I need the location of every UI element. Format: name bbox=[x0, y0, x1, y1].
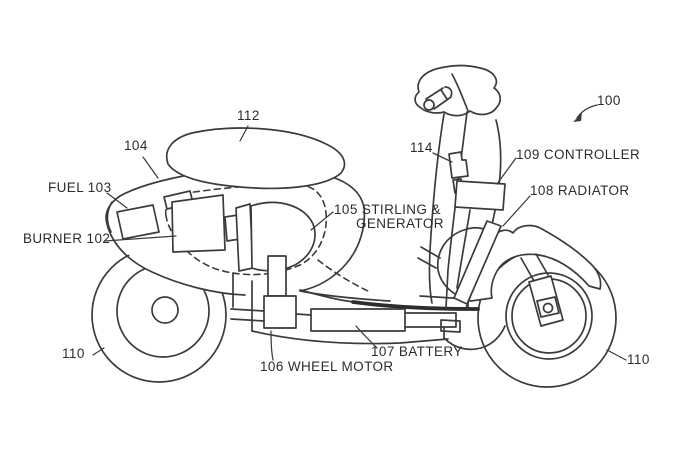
label-105-line2: GENERATOR bbox=[356, 216, 444, 231]
burner bbox=[172, 195, 225, 252]
label-105-line1: 105 STIRLING & bbox=[334, 202, 441, 217]
handlebar-head bbox=[415, 66, 500, 116]
leader-lines bbox=[93, 126, 626, 360]
leader-108 bbox=[503, 196, 530, 226]
leader-104 bbox=[143, 157, 158, 178]
label-108-radiator: 108 RADIATOR bbox=[530, 183, 630, 198]
drive-duct bbox=[268, 256, 286, 296]
label-114: 114 bbox=[410, 140, 433, 155]
fuel-tank bbox=[117, 205, 159, 239]
grip-cap-line bbox=[441, 90, 447, 99]
leader-110-left bbox=[93, 348, 104, 355]
label-105-stirling-generator: 105 STIRLING &GENERATOR bbox=[334, 202, 444, 231]
battery bbox=[311, 309, 405, 331]
grip-edge bbox=[434, 97, 451, 109]
controller bbox=[455, 181, 505, 210]
handlebar-grip bbox=[424, 87, 452, 110]
body-nose-inner-line bbox=[107, 202, 112, 232]
column-front-line bbox=[429, 114, 444, 303]
label-100: 100 bbox=[597, 93, 621, 108]
fork-arm bbox=[521, 258, 534, 281]
leader-106 bbox=[271, 331, 273, 360]
label-109-controller: 109 CONTROLLER bbox=[516, 147, 641, 162]
label-107-battery: 107 BATTERY bbox=[371, 344, 463, 359]
grip-end bbox=[424, 100, 434, 110]
label-112: 112 bbox=[237, 108, 260, 123]
steering-assembly bbox=[415, 66, 505, 308]
component-114 bbox=[449, 152, 468, 178]
motor-battery-link bbox=[296, 314, 311, 315]
seat bbox=[167, 128, 345, 188]
label-fuel-103: FUEL 103 bbox=[48, 180, 112, 195]
axle-link-line bbox=[231, 309, 264, 311]
arrow-curve bbox=[577, 105, 597, 118]
fender-attach-line bbox=[418, 258, 436, 268]
label-104: 104 bbox=[124, 138, 148, 153]
battery-extension bbox=[405, 313, 456, 327]
arrow-head bbox=[573, 113, 582, 122]
dashed-tail bbox=[318, 260, 370, 292]
reference-arrow-100 bbox=[573, 105, 597, 122]
fork-hub-plate bbox=[537, 297, 559, 317]
leader-114 bbox=[433, 153, 452, 162]
leader-105 bbox=[311, 212, 333, 230]
grip-cap bbox=[445, 87, 452, 96]
leader-107 bbox=[356, 326, 377, 348]
leader-109 bbox=[497, 158, 516, 184]
rear-wheel-hub bbox=[152, 297, 178, 323]
label-110-right: 110 bbox=[627, 352, 650, 367]
leader-112 bbox=[240, 126, 248, 141]
leader-burner-102 bbox=[105, 236, 176, 241]
label-110-left: 110 bbox=[62, 346, 85, 361]
label-burner-102: BURNER 102 bbox=[23, 231, 111, 246]
label-106-wheel-motor: 106 WHEEL MOTOR bbox=[260, 359, 394, 374]
front-fork bbox=[521, 254, 563, 326]
body-right-edge bbox=[300, 207, 390, 301]
front-axle bbox=[544, 304, 553, 313]
radiator bbox=[454, 221, 501, 304]
leader-fuel-103 bbox=[107, 193, 127, 208]
controller-wire bbox=[457, 210, 470, 288]
leader-110-right bbox=[607, 350, 626, 360]
handlebar-head-inner-line bbox=[452, 74, 468, 111]
body-nose-bottom bbox=[106, 196, 245, 295]
wheel-motor bbox=[264, 296, 296, 328]
axle-link-line bbox=[231, 319, 264, 321]
front-wheel-rim-outer bbox=[506, 273, 592, 359]
underframe-curve bbox=[444, 326, 505, 349]
floor-top-thick bbox=[353, 302, 478, 309]
fork-arm bbox=[536, 254, 548, 275]
